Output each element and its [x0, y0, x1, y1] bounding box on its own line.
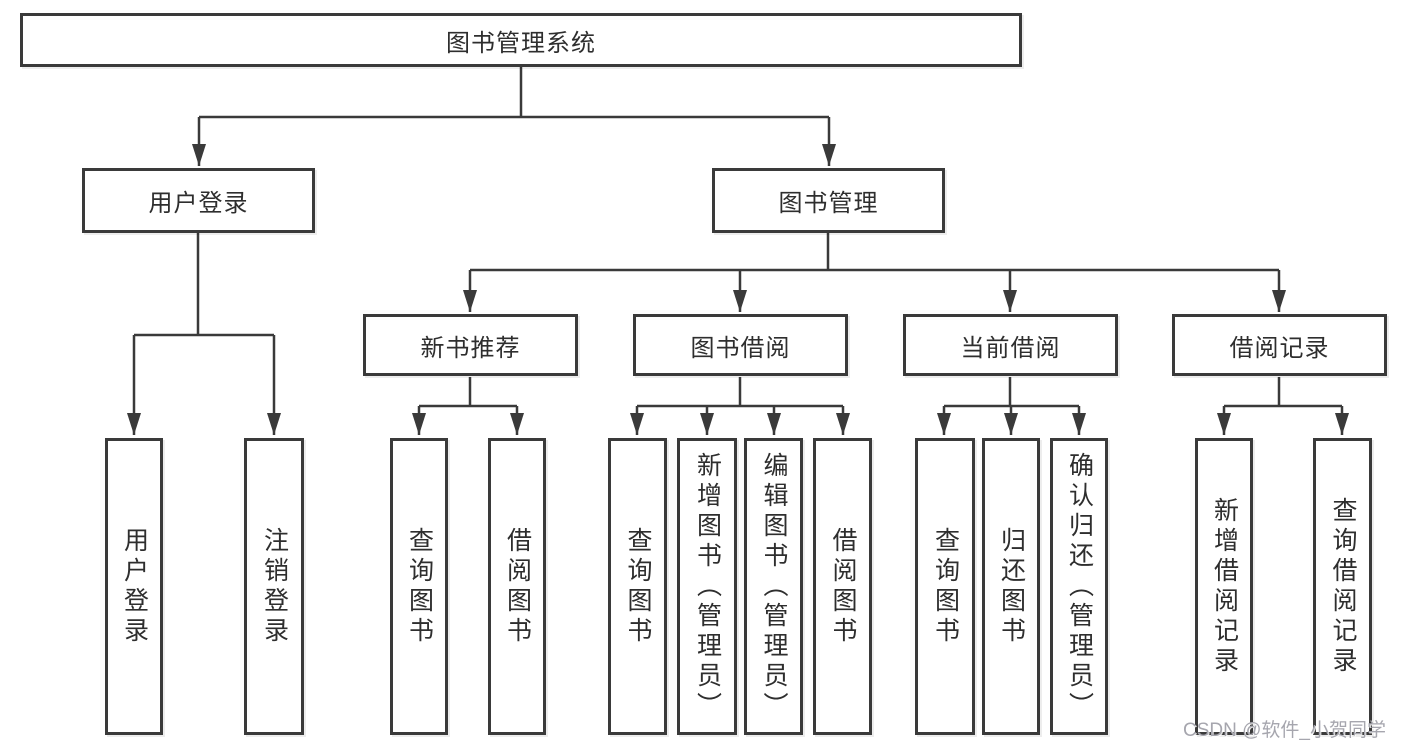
leaf-add-books-admin-label: 新增图书（管理员） [693, 451, 722, 722]
leaf-search-books-recommend-label: 查询图书 [405, 526, 434, 647]
leaf-edit-books-admin-label: 编辑图书（管理员） [760, 451, 788, 722]
leaf-search-borrow-record-label: 查询借阅记录 [1329, 496, 1357, 677]
leaf-logout: 注销登录 [244, 438, 304, 735]
node-book-management: 图书管理 [712, 168, 945, 233]
node-borrowing-records: 借阅记录 [1172, 314, 1387, 376]
leaf-user-login: 用户登录 [105, 438, 163, 735]
leaf-return-books: 归还图书 [982, 438, 1040, 735]
leaf-borrow-books-recommend-label: 借阅图书 [503, 526, 532, 647]
leaf-confirm-return-admin-label: 确认归还（管理员） [1065, 451, 1094, 722]
leaf-search-borrow-record: 查询借阅记录 [1313, 438, 1372, 735]
leaf-edit-books-admin: 编辑图书（管理员） [744, 438, 803, 735]
csdn-watermark: CSDN @软件_小贺同学 [1183, 720, 1386, 741]
leaf-search-books-borrow: 查询图书 [608, 438, 667, 735]
leaf-logout-label: 注销登录 [260, 526, 289, 647]
leaf-borrow-books-recommend: 借阅图书 [488, 438, 546, 735]
leaf-return-books-label: 归还图书 [997, 526, 1026, 647]
leaf-borrow-books: 借阅图书 [813, 438, 872, 735]
leaf-search-books-borrow-label: 查询图书 [624, 526, 652, 647]
leaf-confirm-return-admin: 确认归还（管理员） [1050, 438, 1108, 735]
leaf-add-borrow-record-label: 新增借阅记录 [1210, 496, 1239, 677]
leaf-search-books-current: 查询图书 [915, 438, 975, 735]
leaf-user-login-label: 用户登录 [120, 526, 149, 647]
node-new-book-recommend: 新书推荐 [363, 314, 578, 376]
node-user-login: 用户登录 [82, 168, 315, 233]
node-root: 图书管理系统 [20, 13, 1022, 67]
leaf-search-books-recommend: 查询图书 [390, 438, 448, 735]
leaf-search-books-current-label: 查询图书 [931, 526, 960, 647]
leaf-add-borrow-record: 新增借阅记录 [1195, 438, 1253, 735]
node-current-borrowing: 当前借阅 [903, 314, 1118, 376]
node-book-borrowing: 图书借阅 [633, 314, 848, 376]
leaf-add-books-admin: 新增图书（管理员） [677, 438, 737, 735]
leaf-borrow-books-label: 借阅图书 [829, 526, 857, 647]
